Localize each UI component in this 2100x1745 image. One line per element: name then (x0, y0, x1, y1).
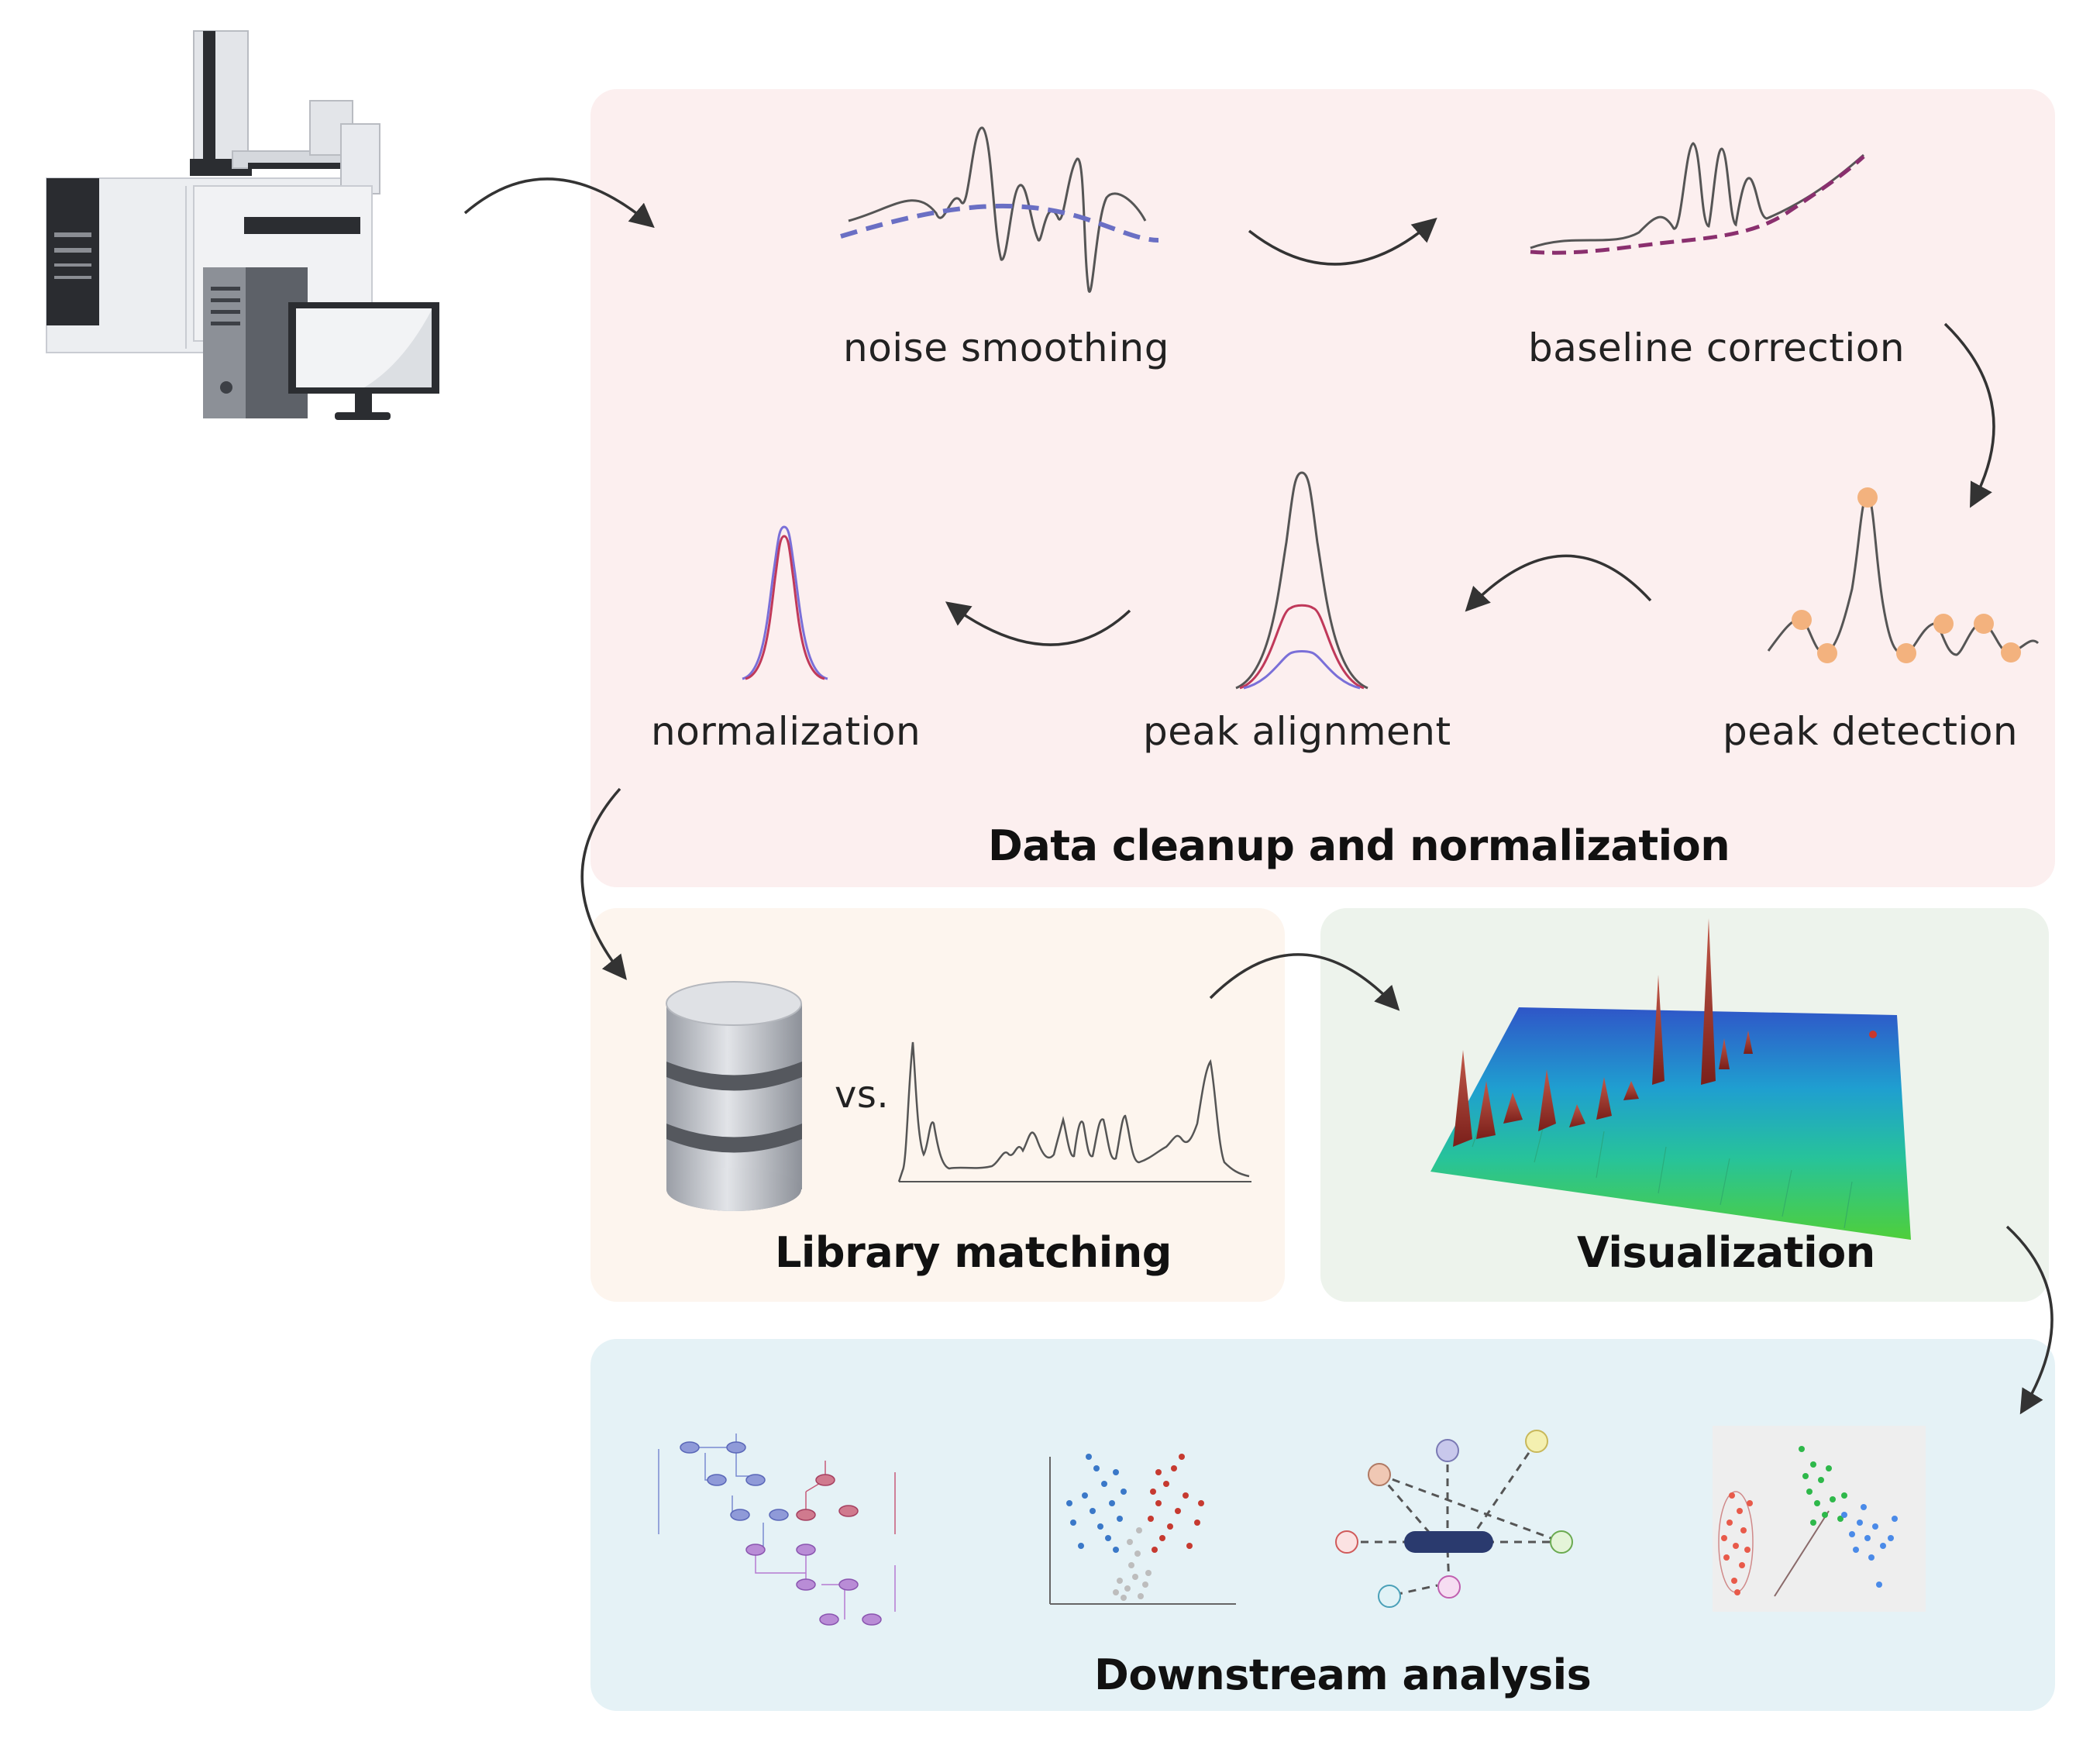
baseline-correction-graphic (1530, 142, 1865, 255)
noise-smoothing-graphic (840, 126, 1159, 293)
cleanup-panel-title: Data cleanup and normalization (988, 821, 1730, 870)
peak-detection-graphic (1767, 487, 2040, 663)
step-peak-detection-label: peak detection (1723, 709, 2019, 754)
volcano-plot-graphic (1049, 1454, 1236, 1605)
flow-arrow-icon (580, 787, 627, 980)
visualization-panel-title: Visualization (1577, 1228, 1875, 1277)
step-baseline-correction-label: baseline correction (1528, 325, 1905, 370)
flow-arrow-icon (463, 177, 655, 229)
database-icon (666, 981, 802, 1211)
flow-arrow-icon (1209, 953, 1400, 1011)
data-cleanup-panel (590, 89, 2055, 887)
step-peak-alignment-label: peak alignment (1143, 709, 1451, 754)
downstream-panel-title: Downstream analysis (1094, 1650, 1592, 1699)
pathway-diagram-graphic (658, 1434, 896, 1626)
step-normalization-label: normalization (651, 709, 921, 754)
library-panel-title: Library matching (775, 1228, 1172, 1277)
normalization-graphic (742, 525, 828, 680)
flow-arrow-icon (2005, 1225, 2054, 1415)
pca-scatter-graphic (1713, 1426, 1926, 1612)
flow-arrow-icon (1248, 217, 1437, 266)
surface-plot-3d-graphic (1430, 918, 1911, 1240)
mass-spectrum-graphic (897, 1041, 1251, 1182)
desktop-computer-icon (203, 267, 439, 420)
network-graph-graphic (1335, 1430, 1573, 1608)
vs-label: vs. (835, 1073, 890, 1117)
flow-arrow-icon (1943, 322, 1995, 508)
flow-arrow-icon (945, 601, 1131, 646)
flow-arrow-icon (1465, 554, 1652, 612)
peak-alignment-graphic (1235, 471, 1368, 690)
step-noise-smoothing-label: noise smoothing (843, 325, 1169, 370)
